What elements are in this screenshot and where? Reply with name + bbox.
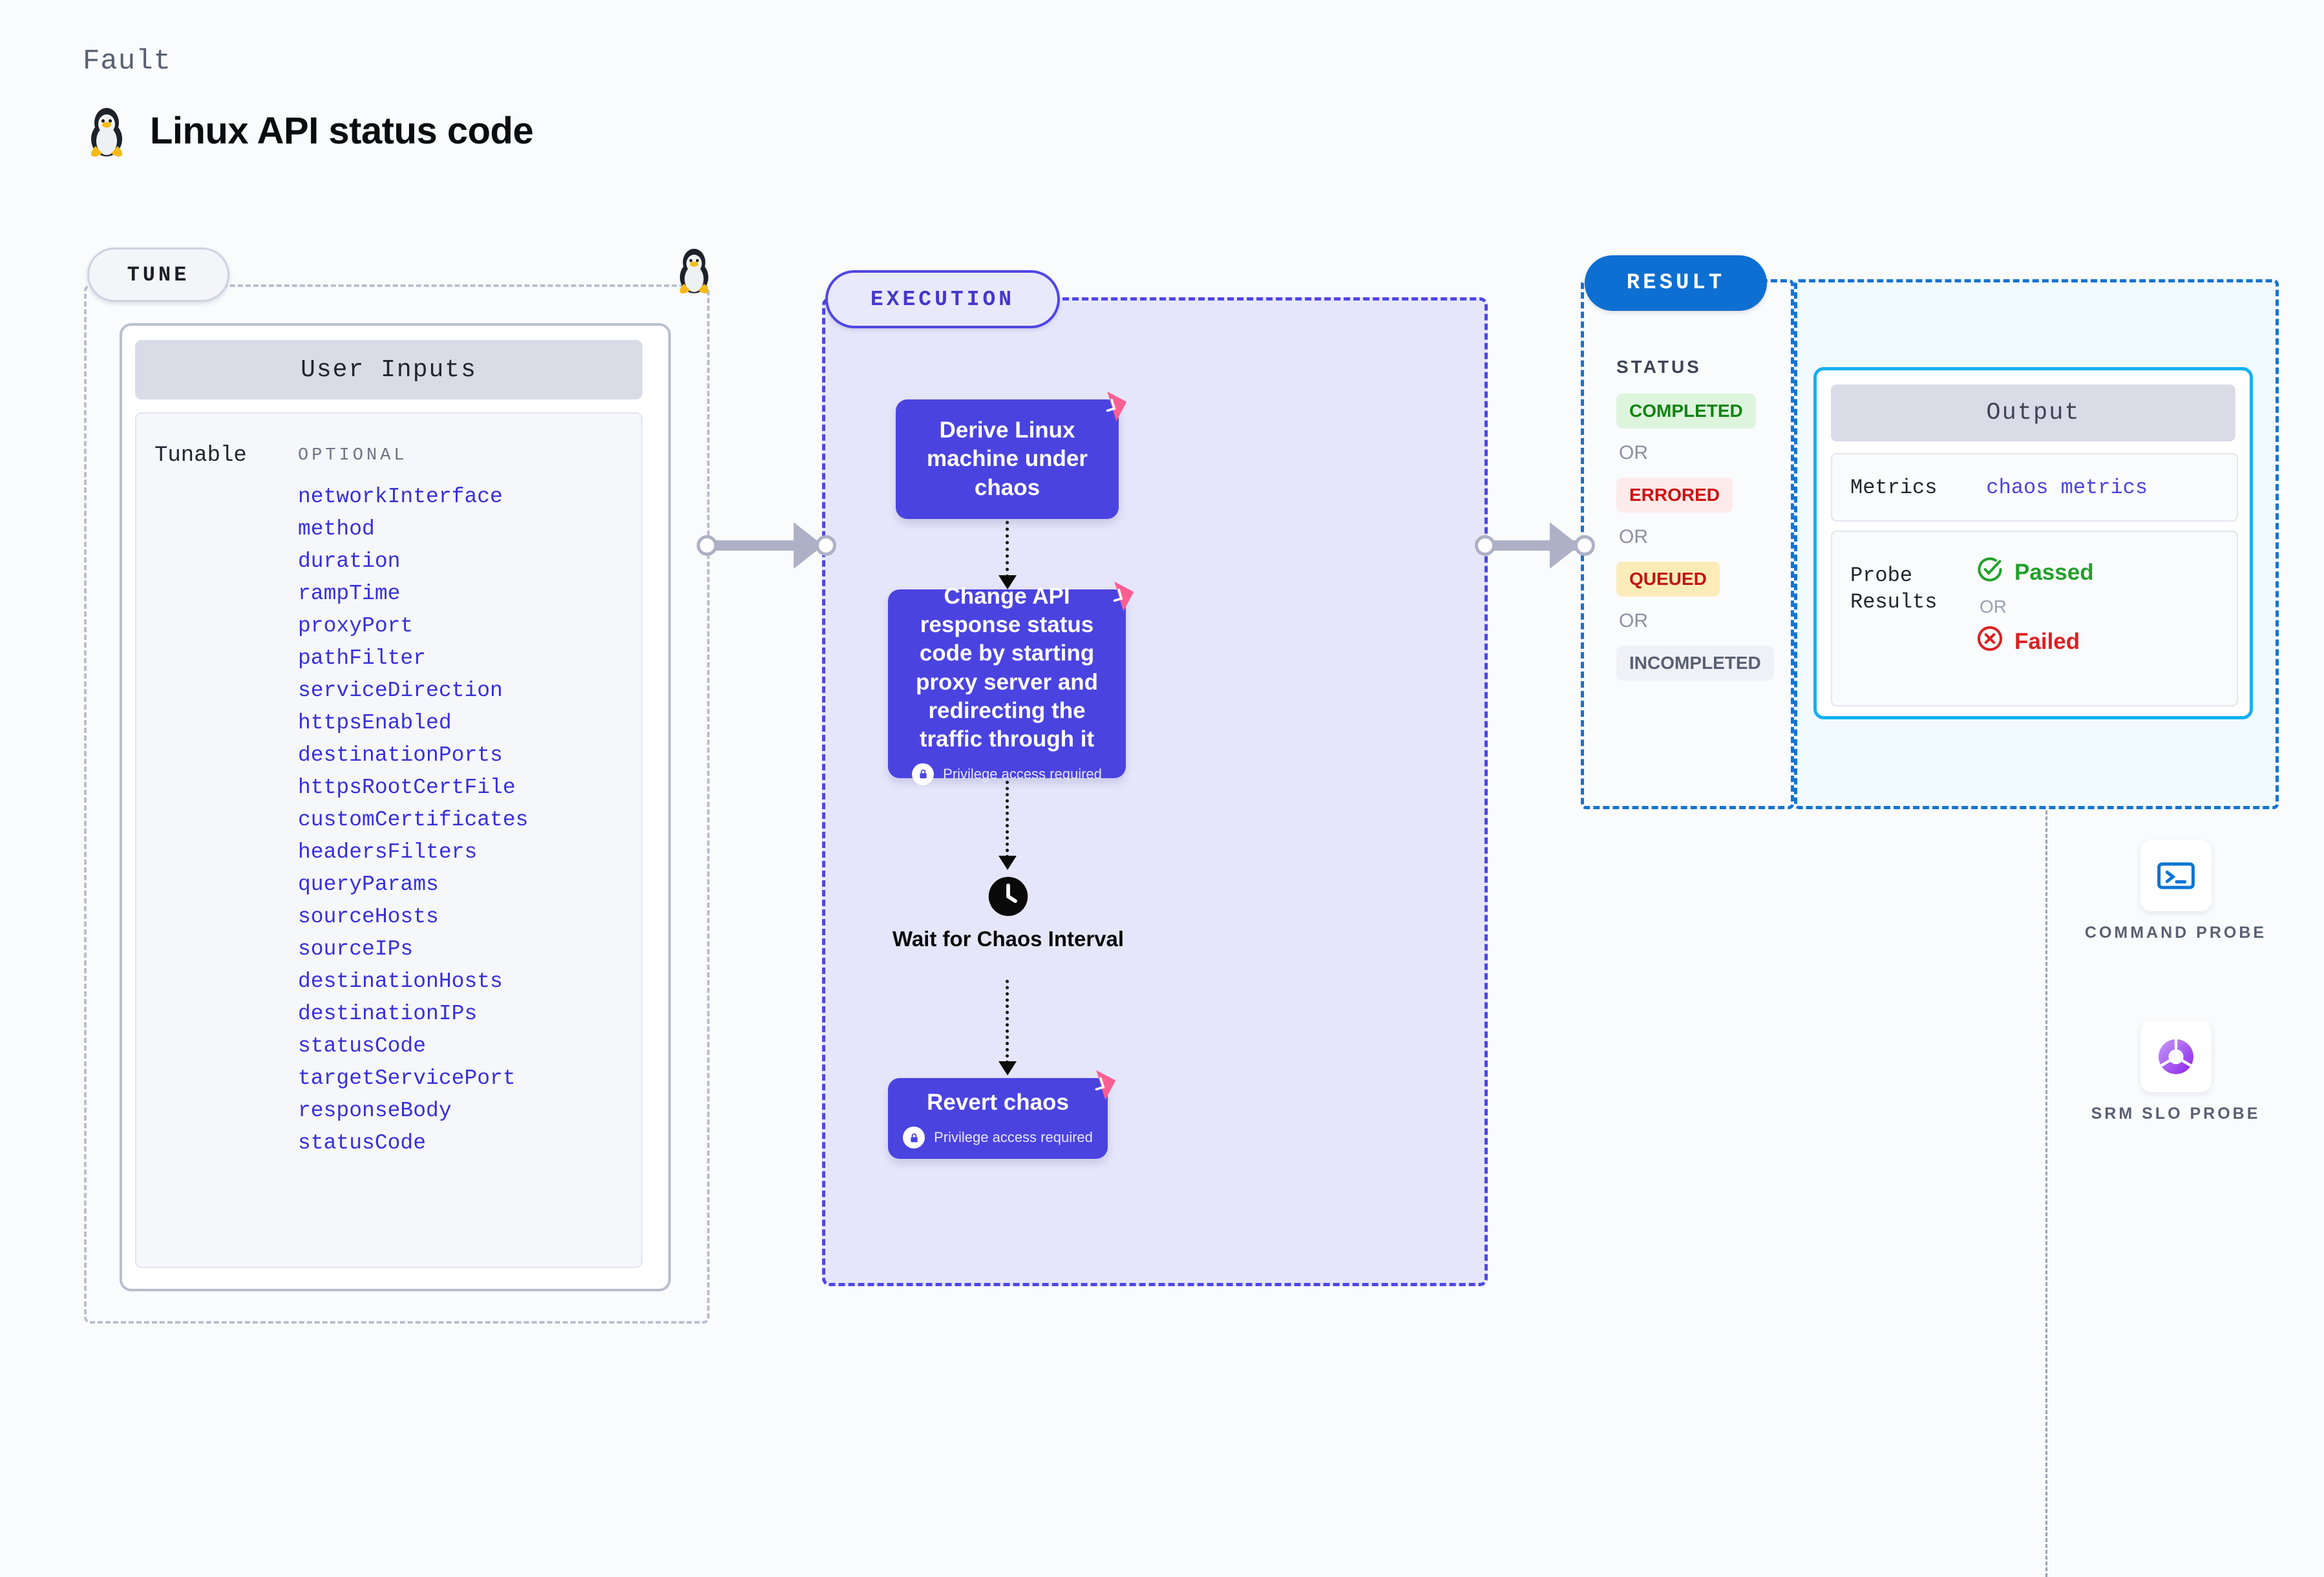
probe-failed: Failed — [1976, 624, 2094, 659]
check-circle-icon — [1976, 555, 2004, 589]
status-badge: ERRORED — [1616, 478, 1733, 513]
param-item[interactable]: duration — [298, 549, 401, 573]
param-item[interactable]: sourceIPs — [298, 937, 414, 961]
param-item[interactable]: httpsEnabled — [298, 711, 452, 735]
connector-endpoint — [816, 535, 836, 556]
step-title: Change API response status code by start… — [915, 584, 1099, 752]
status-or-label: OR — [1619, 610, 1648, 631]
slo-donut-check-icon — [2140, 1021, 2212, 1092]
lock-icon — [903, 1127, 925, 1149]
chaos-flag-icon — [1098, 578, 1137, 617]
result-badge[interactable]: RESULT — [1585, 255, 1767, 311]
param-item[interactable]: pathFilter — [298, 646, 427, 670]
page-title-row: Linux API status code — [83, 103, 534, 158]
step-title: Derive Linux machine under chaos — [927, 418, 1088, 500]
tunable-label: Tunable — [154, 443, 247, 468]
privilege-note: Privilege access required — [903, 1127, 1093, 1149]
privilege-text: Privilege access required — [934, 1129, 1093, 1146]
exec-step-derive[interactable]: Derive Linux machine under chaos — [896, 391, 1127, 519]
lock-icon — [912, 763, 935, 785]
param-item[interactable]: customCertificates — [298, 808, 529, 832]
param-item[interactable]: method — [298, 517, 375, 541]
param-item[interactable]: destinationPorts — [298, 743, 503, 767]
param-item[interactable]: statusCode — [298, 1131, 427, 1155]
tunable-params-box: Tunable OPTIONAL networkInterface method d… — [135, 412, 642, 1268]
param-item[interactable]: headersFilters — [298, 840, 478, 864]
x-circle-icon — [1976, 624, 2004, 659]
connector-endpoint — [1574, 535, 1595, 556]
status-badge: COMPLETED — [1616, 394, 1756, 429]
user-inputs-title: User Inputs — [135, 340, 642, 399]
chaos-flag-icon — [1091, 388, 1130, 427]
metrics-row: Metrics chaos metrics — [1831, 453, 2238, 522]
param-item[interactable]: destinationIPs — [298, 1002, 478, 1026]
wait-for-chaos-interval-label: Wait for Chaos Interval — [892, 927, 1125, 951]
param-item[interactable]: statusCode — [298, 1034, 427, 1058]
clock-icon — [987, 875, 1030, 918]
status-or-label: OR — [1619, 442, 1648, 463]
param-item[interactable]: targetServicePort — [298, 1066, 516, 1090]
privilege-note: Privilege access required — [912, 763, 1102, 785]
param-list: networkInterface method duration rampTime pr… — [298, 485, 528, 1155]
tune-zone — [84, 284, 710, 1324]
param-item[interactable]: destinationHosts — [298, 969, 503, 993]
page-title: Linux API status code — [150, 109, 534, 152]
status-or-label: OR — [1619, 526, 1648, 547]
exec-step-change-status[interactable]: Change API response status code by start… — [888, 581, 1134, 785]
probe-command[interactable]: COMMAND PROBE — [2069, 840, 2283, 944]
tune-badge[interactable]: TUNE — [87, 248, 229, 302]
param-item[interactable]: sourceHosts — [298, 905, 439, 929]
status-badge: INCOMPLETED — [1616, 646, 1774, 681]
user-inputs-card: User Inputs Tunable OPTIONAL networkInte… — [120, 323, 671, 1291]
param-item[interactable]: proxyPort — [298, 614, 414, 638]
status-list: COMPLETED OR ERRORED OR QUEUED OR INCOMPLETED — [1616, 394, 1774, 681]
param-item[interactable]: networkInterface — [298, 485, 503, 509]
param-item[interactable]: responseBody — [298, 1099, 452, 1123]
exec-step-revert[interactable]: Revert chaos Privilege access required — [888, 1070, 1116, 1159]
probe-results-values: Passed OR Failed — [1976, 555, 2094, 659]
linux-tux-node-icon — [672, 244, 716, 298]
connector-endpoint — [697, 535, 717, 556]
terminal-icon — [2140, 840, 2212, 911]
param-item[interactable]: rampTime — [298, 582, 401, 606]
probe-failed-label: Failed — [2014, 628, 2080, 654]
probe-passed: Passed — [1976, 555, 2094, 589]
status-label: STATUS — [1616, 357, 1702, 377]
probe-passed-label: Passed — [2014, 559, 2094, 585]
execution-badge[interactable]: EXECUTION — [825, 270, 1060, 328]
probe-or-label: OR — [1980, 597, 2007, 617]
metrics-key: Metrics — [1850, 475, 1938, 500]
status-badge: QUEUED — [1616, 562, 1720, 597]
page-eyebrow: Fault — [83, 45, 172, 78]
param-item[interactable]: serviceDirection — [298, 679, 503, 703]
optional-label: OPTIONAL — [298, 446, 408, 465]
metrics-value[interactable]: chaos metrics — [1986, 475, 2148, 500]
step-title: Revert chaos — [927, 1089, 1069, 1115]
connector-endpoint — [1475, 535, 1495, 556]
linux-tux-icon — [83, 103, 131, 158]
probe-label: SRM SLO PROBE — [2091, 1105, 2261, 1123]
param-item[interactable]: queryParams — [298, 873, 439, 896]
param-item[interactable]: httpsRootCertFile — [298, 776, 516, 799]
output-title: Output — [1831, 385, 2235, 441]
chaos-flag-icon — [1080, 1067, 1119, 1106]
privilege-text: Privilege access required — [943, 765, 1102, 782]
probe-label: COMMAND PROBE — [2084, 924, 2267, 942]
probe-srm-slo[interactable]: SRM SLO PROBE — [2069, 1021, 2283, 1125]
result-zone: STATUS COMPLETED OR ERRORED OR QUEUED OR INCOM… — [1581, 279, 1794, 809]
